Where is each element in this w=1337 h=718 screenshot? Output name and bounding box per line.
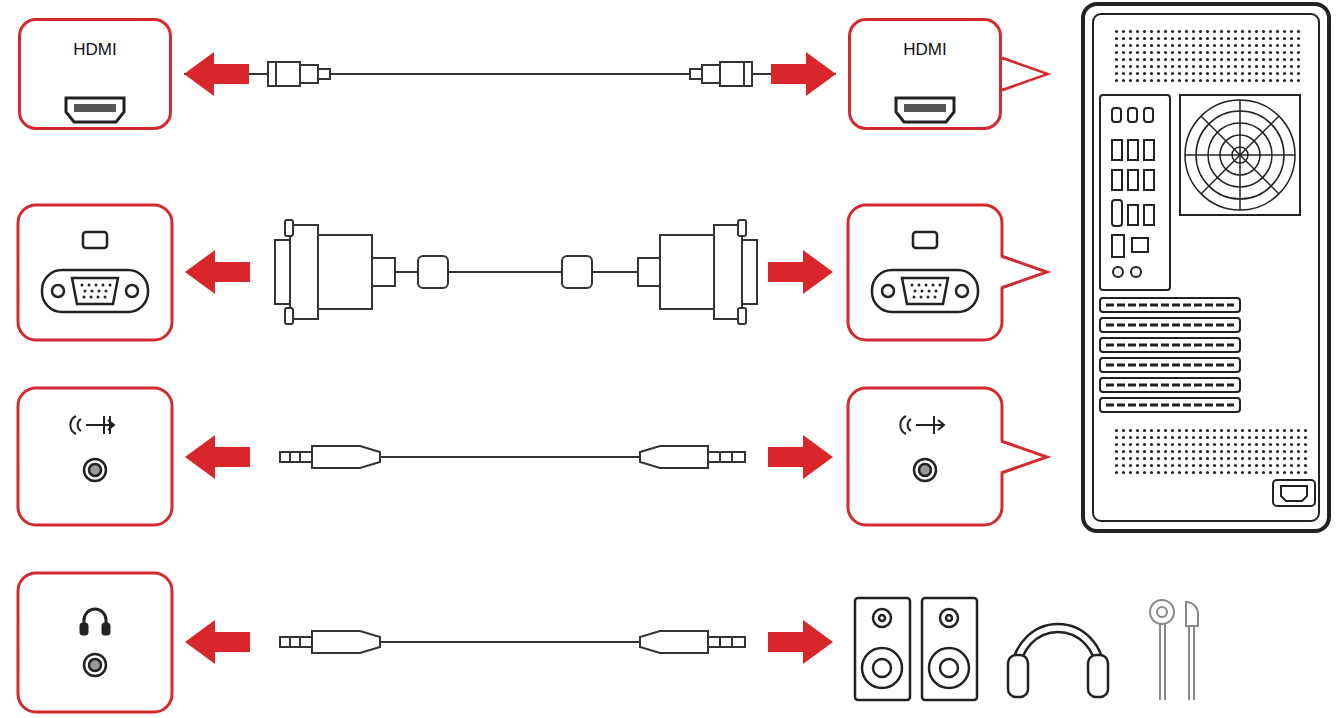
audio-cable — [280, 446, 745, 653]
hdmi-plug — [268, 62, 752, 86]
port-label: HDMI — [851, 21, 999, 60]
vga-cable — [275, 220, 757, 324]
port-box: HDMI — [18, 18, 172, 130]
port-box: HDMI — [848, 18, 1002, 130]
cable-connector — [184, 52, 836, 96]
bubble-tail — [1000, 58, 1047, 473]
earphones — [1150, 600, 1198, 700]
headphones — [1008, 624, 1108, 697]
hdmi-port-icon — [66, 98, 954, 122]
pc-tower — [1083, 4, 1329, 531]
audio-jack — [84, 459, 936, 676]
speakers — [855, 598, 977, 700]
vga-port-icon — [42, 232, 978, 312]
port-box — [18, 205, 1002, 712]
arrow-head — [184, 52, 249, 96]
port-label: HDMI — [21, 21, 169, 60]
arrow-head — [771, 52, 836, 96]
headphone-symbol — [81, 609, 109, 634]
audio-in-symbol — [70, 416, 944, 434]
